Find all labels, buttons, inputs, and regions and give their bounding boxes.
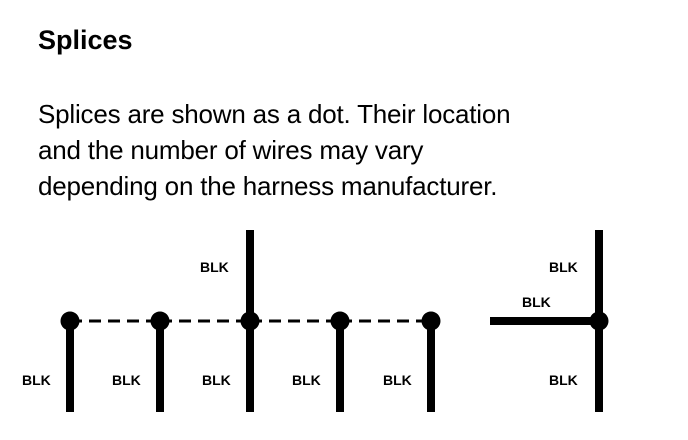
bottom-wire-label-4: BLK bbox=[292, 372, 321, 388]
description-line-3: depending on the harness manufacturer. bbox=[38, 171, 498, 201]
right-splice-dot bbox=[589, 311, 609, 331]
right-bottom-wire-label: BLK bbox=[549, 372, 578, 388]
splice-dot-1 bbox=[60, 311, 80, 331]
splice-dot-2 bbox=[150, 311, 170, 331]
top-wire-label: BLK bbox=[200, 259, 229, 275]
splice-dot-3 bbox=[240, 311, 260, 331]
left-splice-group: BLK BLK BLK BLK BLK BLK bbox=[22, 230, 441, 412]
splice-dot-4 bbox=[330, 311, 350, 331]
splice-dot-5 bbox=[421, 311, 441, 331]
bottom-wire-label-5: BLK bbox=[383, 372, 412, 388]
description-line-1: Splices are shown as a dot. Their locati… bbox=[38, 99, 511, 129]
bottom-wire-label-2: BLK bbox=[112, 372, 141, 388]
bottom-wire-label-3: BLK bbox=[202, 372, 231, 388]
description-paragraph: Splices are shown as a dot. Their locati… bbox=[38, 96, 658, 204]
right-splice-group: BLK BLK BLK bbox=[490, 230, 609, 412]
description-line-2: and the number of wires may vary bbox=[38, 135, 424, 165]
bottom-wire-label-1: BLK bbox=[22, 372, 51, 388]
right-side-wire-label: BLK bbox=[522, 294, 551, 310]
section-heading: Splices bbox=[38, 25, 133, 55]
right-top-wire-label: BLK bbox=[549, 259, 578, 275]
